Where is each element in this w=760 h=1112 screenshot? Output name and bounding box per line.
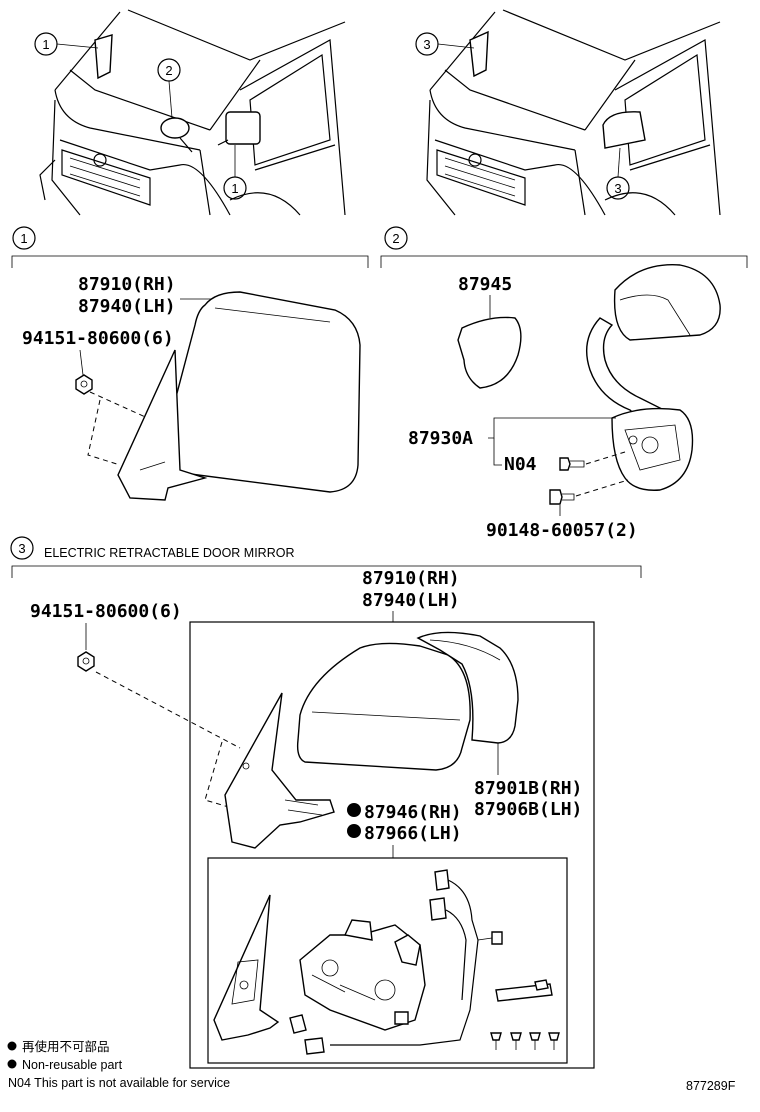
label-87910-rh-s3: 87910(RH): [362, 568, 460, 589]
drawing-id: 877289F: [686, 1079, 736, 1093]
svg-text:3: 3: [614, 181, 621, 196]
van-illustration-left: [39, 9, 346, 216]
mirror-base-bracket: [117, 349, 208, 501]
label-87945: 87945: [458, 274, 512, 295]
label-87940-lh-s3: 87940(LH): [362, 590, 460, 611]
label-screw-90148: 90148-60057(2): [486, 520, 638, 541]
non-reusable-dot-icon: [347, 824, 361, 838]
svg-text:3: 3: [18, 541, 25, 556]
legend-n04-note: N04 This part is not available for servi…: [8, 1076, 230, 1090]
bolt-icon: [75, 374, 93, 395]
label-87940-lh: 87940(LH): [78, 296, 176, 317]
non-reusable-dot-icon: [7, 1041, 17, 1051]
label-87930a: 87930A: [408, 428, 473, 449]
under-mirror-assembly: [586, 264, 721, 491]
bolt-icon-s3: [77, 651, 95, 672]
van-illustration-right: [426, 9, 721, 216]
mirror-cover-87945: [457, 316, 522, 389]
callout-3-bottom: 3: [606, 147, 630, 200]
svg-text:2: 2: [165, 63, 172, 78]
callout-3-top: 3: [415, 32, 475, 56]
svg-text:2: 2: [392, 231, 399, 246]
callout-2-top: 2: [157, 58, 181, 119]
legend-jp: 再使用不可部品: [22, 1039, 110, 1054]
label-bolt-94151: 94151-80600(6): [22, 328, 174, 349]
label-87906b-lh: 87906B(LH): [474, 799, 582, 820]
section-3: 3 ELECTRIC RETRACTABLE DOOR MIRROR 87910…: [10, 536, 642, 1069]
screw-icon-2: [549, 489, 575, 505]
svg-text:3: 3: [423, 37, 430, 52]
svg-text:1: 1: [20, 231, 27, 246]
screw-set-icon: [490, 1032, 560, 1050]
screw-icon-1: [559, 457, 585, 471]
assembly-frame: [189, 621, 595, 1069]
mirror-housing-87910: [161, 291, 361, 493]
non-reusable-dot-icon: [7, 1059, 17, 1069]
label-bolt-94151-s3: 94151-80600(6): [30, 601, 182, 622]
label-n04: N04: [504, 454, 537, 475]
callout-1-bottom: 1: [223, 145, 247, 200]
section-2: 2 87945 87930A N04 90: [380, 226, 748, 541]
label-87901b-rh: 87901B(RH): [474, 778, 582, 799]
section-1: 1 87910(RH) 87940(LH) 94151-80600(6): [11, 226, 369, 501]
mirror-housing-s3: [296, 642, 471, 771]
svg-text:1: 1: [42, 37, 49, 52]
label-87910-rh: 87910(RH): [78, 274, 176, 295]
motor-subassembly-frame: [207, 857, 568, 1064]
legend-en: Non-reusable part: [22, 1058, 123, 1072]
non-reusable-dot-icon: [347, 803, 361, 817]
label-87946-rh: 87946(RH): [364, 802, 462, 823]
label-87966-lh: 87966(LH): [364, 823, 462, 844]
section-3-title: ELECTRIC RETRACTABLE DOOR MIRROR: [44, 546, 295, 560]
legend: 再使用不可部品 Non-reusable part N04 This part …: [7, 1039, 230, 1090]
callout-1-top: 1: [34, 32, 99, 56]
mirror-base-s3: [224, 692, 335, 849]
mirror-outer-87901b: [416, 631, 519, 744]
svg-text:1: 1: [231, 181, 238, 196]
motor-subassembly: [213, 869, 560, 1055]
